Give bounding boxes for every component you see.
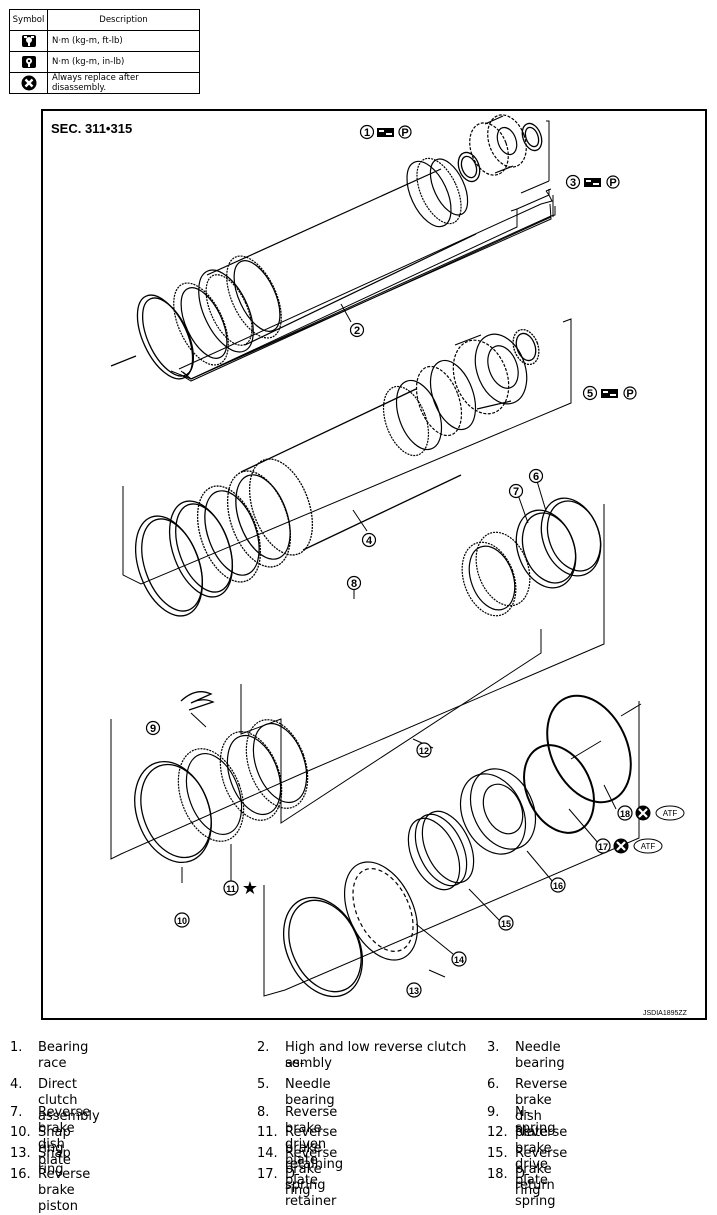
callout-18: 18 ATF bbox=[617, 805, 685, 821]
callout-8: 8 bbox=[346, 575, 362, 591]
snap-ring-13 bbox=[283, 896, 363, 998]
legend-description: N·m (kg-m, in-lb) bbox=[47, 51, 200, 73]
clutch-drum-upper bbox=[406, 157, 469, 228]
svg-text:12: 12 bbox=[419, 746, 429, 756]
section-label: SEC. 311•315 bbox=[51, 121, 132, 136]
d-ring-17 bbox=[523, 744, 595, 834]
svg-text:17: 17 bbox=[598, 842, 608, 852]
hub-gear-upper bbox=[469, 114, 527, 176]
legend-description: N·m (kg-m, ft-lb) bbox=[47, 30, 200, 52]
svg-text:8: 8 bbox=[351, 578, 357, 590]
needle-bearing-3 bbox=[521, 122, 543, 152]
callout-16: 16 bbox=[550, 877, 566, 893]
diagram-frame bbox=[41, 109, 707, 1020]
svg-text:3: 3 bbox=[570, 177, 576, 189]
svg-text:ATF: ATF bbox=[663, 809, 678, 818]
legend-row: N·m (kg-m, ft-lb) bbox=[9, 30, 200, 52]
svg-text:4: 4 bbox=[366, 535, 373, 547]
needle-bearing-5 bbox=[512, 328, 540, 366]
callout-14: 14 bbox=[451, 951, 467, 967]
callout-7: 7 bbox=[508, 483, 524, 499]
callout-13: 13 bbox=[406, 982, 422, 998]
snap-ring-upper bbox=[110, 294, 195, 380]
callout-17: 17 ATF bbox=[595, 838, 663, 854]
leader-lines bbox=[181, 303, 617, 978]
svg-text:6: 6 bbox=[533, 471, 539, 483]
spring-retainer-14 bbox=[344, 861, 418, 961]
box-direct-clutch-4 bbox=[122, 318, 572, 585]
star-icon: ★ bbox=[242, 878, 258, 899]
callout-9: 9 bbox=[145, 720, 161, 736]
callout-10: 10 bbox=[174, 912, 190, 928]
symbol-legend-table: Symbol Description N·m (kg-m, ft-lb) N·m… bbox=[9, 9, 200, 94]
parts-list: 1.Bearing race 2.High and low reverse cl… bbox=[10, 1040, 568, 1214]
retaining-plate-11 bbox=[177, 748, 245, 842]
box-piston-group bbox=[263, 701, 640, 997]
svg-text:5: 5 bbox=[587, 388, 593, 400]
svg-text:1: 1 bbox=[364, 127, 370, 139]
return-spring-15 bbox=[407, 810, 475, 891]
legend-description: Always replace after disassembly. bbox=[47, 72, 200, 94]
svg-text:ATF: ATF bbox=[641, 842, 656, 851]
callout-3: 3 P bbox=[565, 174, 620, 190]
legend-row: N·m (kg-m, in-lb) bbox=[9, 51, 200, 73]
bearing-race-1 bbox=[457, 151, 481, 183]
snap-ring-10 bbox=[134, 760, 212, 864]
legend-header-symbol: Symbol bbox=[9, 9, 48, 31]
torque-wrench-in-lb-icon bbox=[21, 56, 36, 68]
svg-text:11: 11 bbox=[226, 884, 236, 894]
torque-wrench-ft-lb-icon bbox=[21, 35, 36, 47]
callout-12: 12 bbox=[416, 742, 432, 758]
drive-plates-12 bbox=[219, 719, 309, 821]
svg-text:14: 14 bbox=[454, 955, 464, 965]
svg-text:15: 15 bbox=[501, 919, 511, 929]
svg-text:7: 7 bbox=[513, 486, 519, 498]
group-high-low-clutch bbox=[170, 188, 556, 382]
callout-11: 11 ★ bbox=[223, 878, 258, 899]
snap-rings-row2 bbox=[135, 388, 462, 617]
legend-header-row: Symbol Description bbox=[9, 9, 200, 31]
piston-16 bbox=[459, 768, 537, 855]
direct-clutch-drum bbox=[382, 333, 528, 457]
svg-text:13: 13 bbox=[409, 986, 419, 996]
exploded-parts-diagram: SEC. 311•315 bbox=[51, 114, 688, 1017]
clutch-plates-upper bbox=[173, 168, 477, 366]
box-needle-bearing-3 bbox=[520, 120, 550, 194]
d-ring-18 bbox=[546, 694, 642, 804]
replace-x-icon bbox=[21, 75, 36, 91]
svg-text:16: 16 bbox=[553, 881, 563, 891]
svg-text:10: 10 bbox=[177, 916, 187, 926]
driven-plates-8 bbox=[461, 531, 531, 617]
callout-15: 15 bbox=[498, 915, 514, 931]
svg-text:P: P bbox=[609, 177, 616, 189]
callout-2: 2 bbox=[349, 322, 365, 338]
svg-text:2: 2 bbox=[354, 325, 360, 337]
legend-header-description: Description bbox=[47, 9, 200, 31]
image-code: JSDIA1895ZZ bbox=[643, 1010, 688, 1017]
svg-text:18: 18 bbox=[620, 809, 630, 819]
callout-4: 4 bbox=[361, 532, 377, 548]
svg-text:P: P bbox=[626, 388, 633, 400]
callout-1: 1 P bbox=[359, 124, 412, 140]
svg-text:P: P bbox=[401, 127, 408, 139]
n-spring-9 bbox=[180, 691, 215, 711]
svg-text:9: 9 bbox=[150, 723, 156, 735]
legend-row: Always replace after disassembly. bbox=[9, 72, 200, 94]
callout-6: 6 bbox=[528, 468, 544, 484]
callout-5: 5 P bbox=[582, 385, 637, 401]
box-reverse-brake-6-8 bbox=[110, 504, 605, 860]
